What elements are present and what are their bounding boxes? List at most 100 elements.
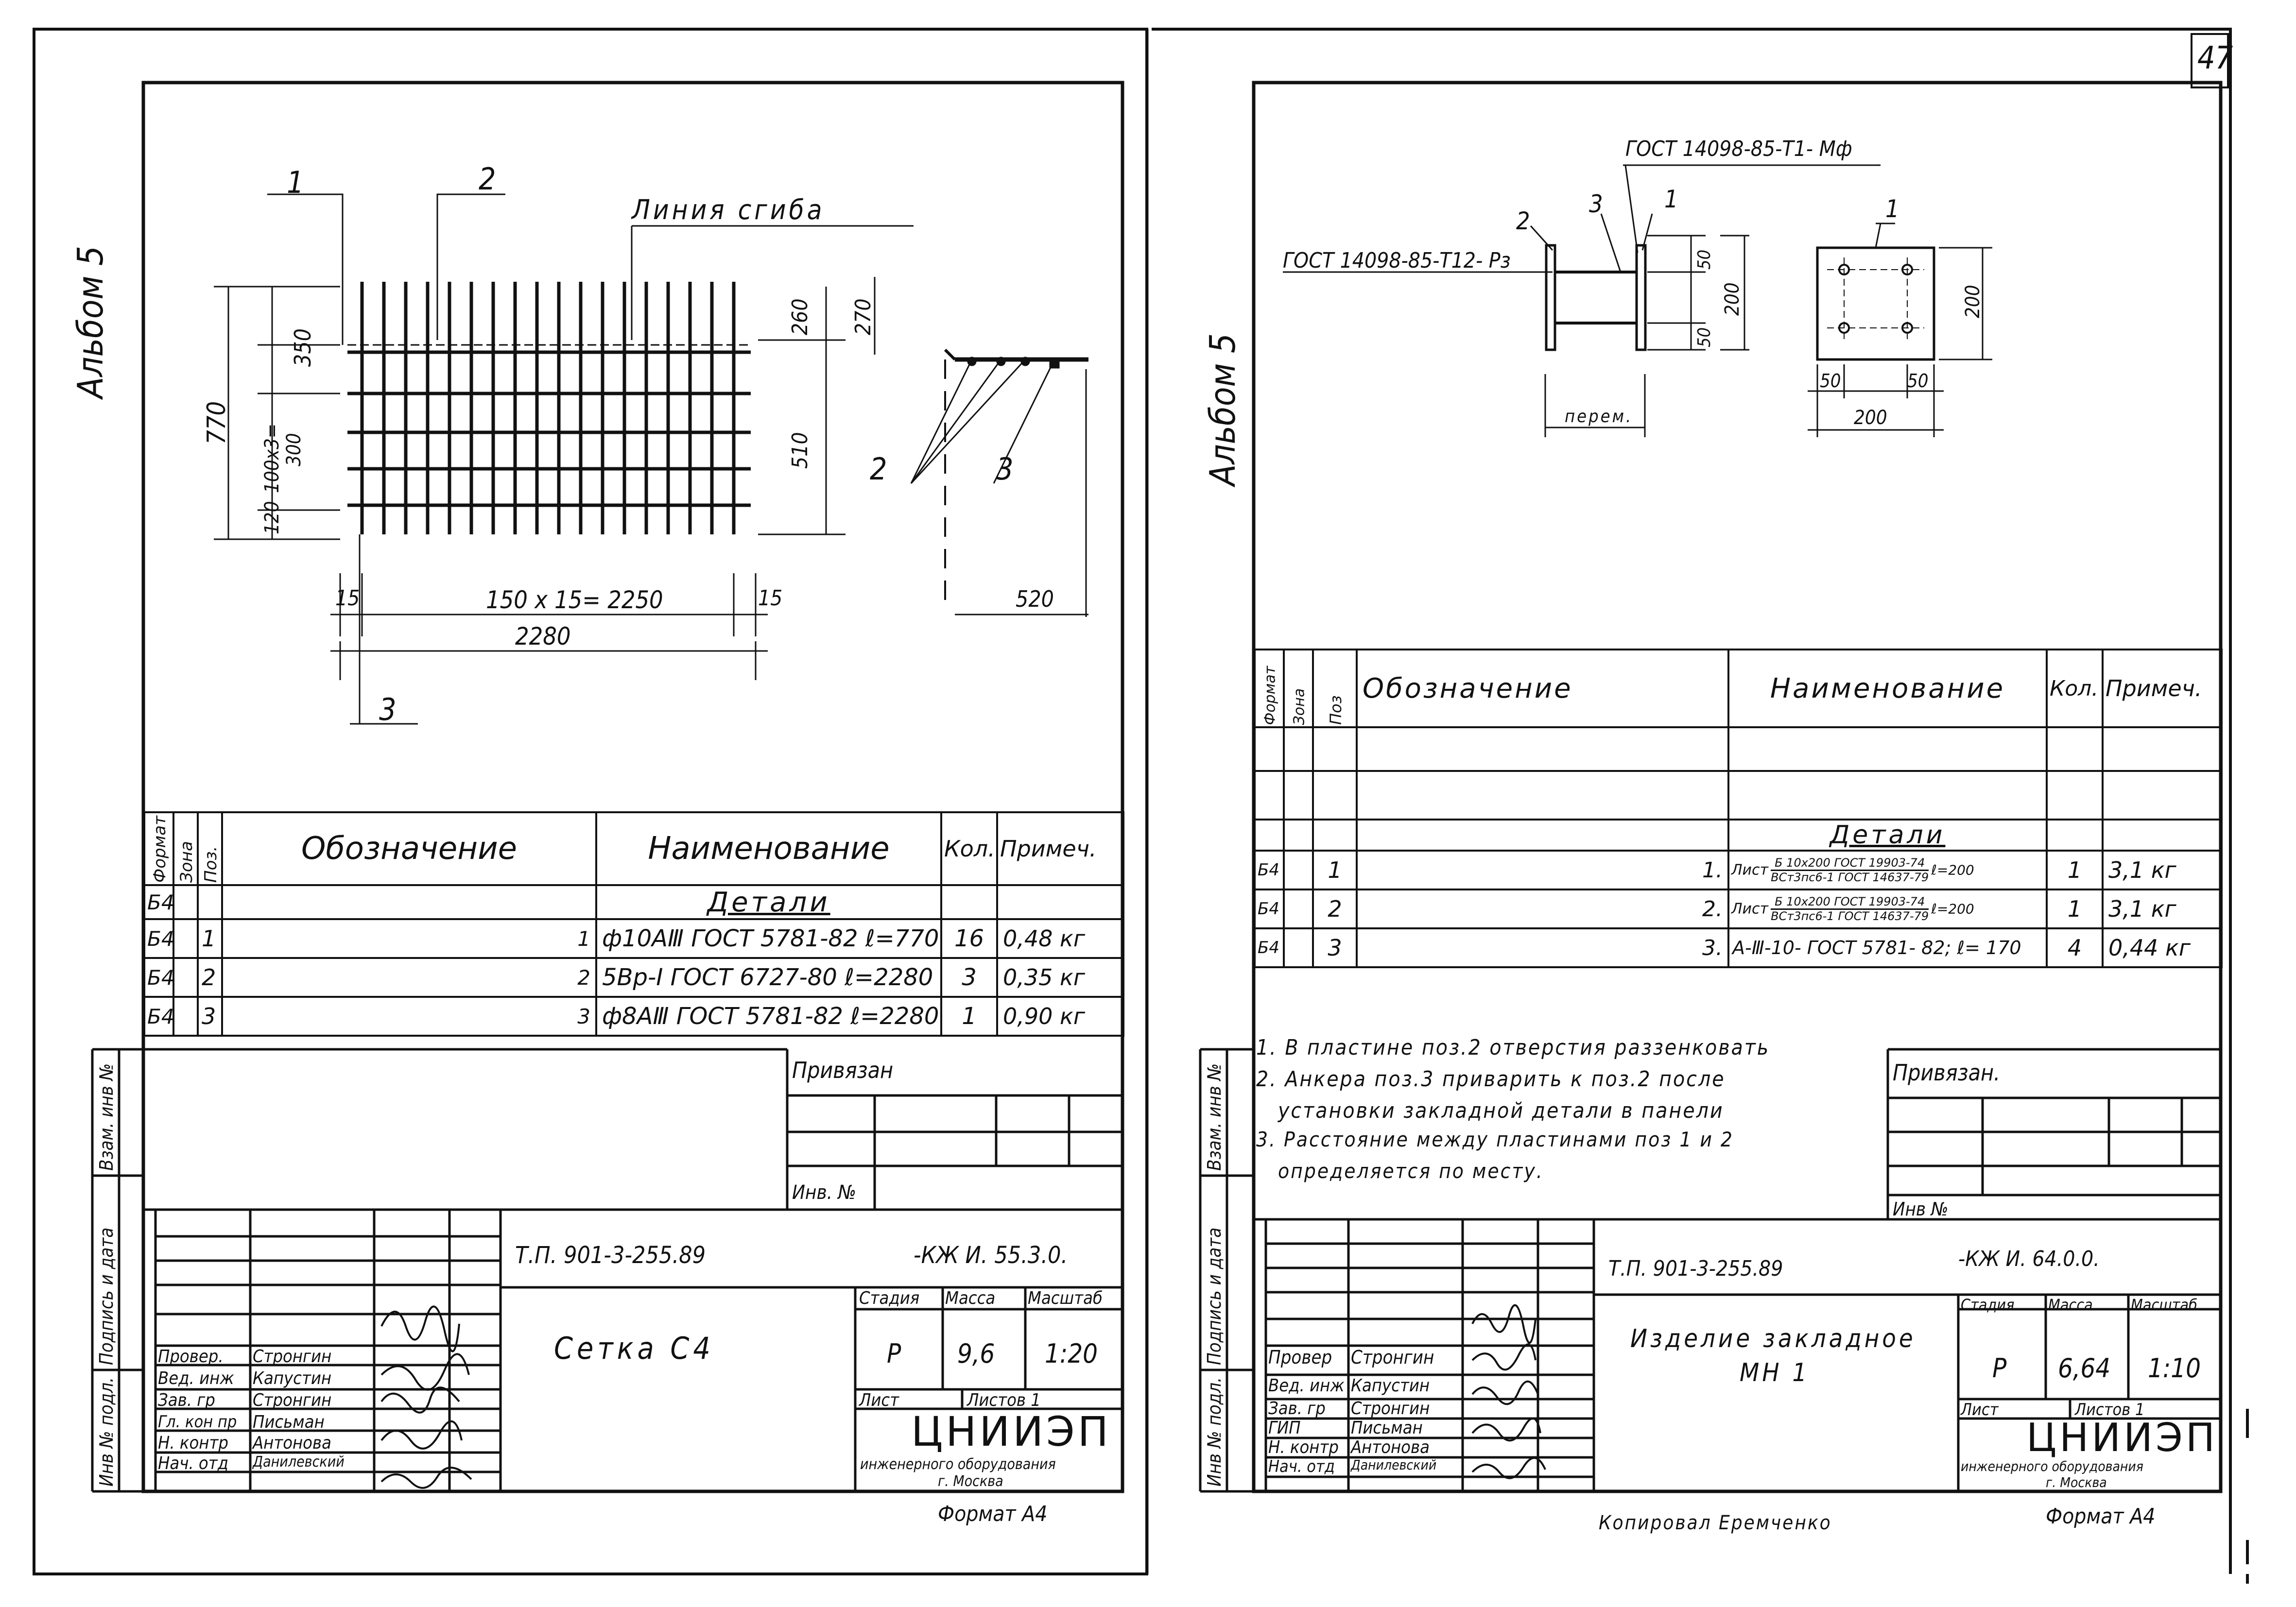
- mass-value: 6,64: [2058, 1353, 2111, 1384]
- person-name: Письман: [1351, 1418, 1423, 1438]
- dim-270: 270: [851, 298, 876, 335]
- person-role: Н. контр: [158, 1433, 228, 1453]
- row-name-length: ℓ=200: [1931, 901, 1974, 917]
- org-subtitle: инженерного оборудования: [1961, 1458, 2143, 1474]
- dim-120: 120: [261, 501, 283, 534]
- dim-50-top: 50: [1694, 249, 1714, 270]
- format-label-left: Формат А4: [938, 1502, 1048, 1526]
- dim-510: 510: [788, 432, 812, 469]
- drawing-code: -КЖ И. 64.0.0.: [1958, 1247, 2100, 1271]
- row-name: А-Ⅲ-10- ГОСТ 5781- 82; ℓ= 170: [1727, 927, 2048, 968]
- row-name-bottom: ВСт3пс6-1 ГОСТ 14637-79: [1771, 870, 1929, 884]
- inv-no-label: Инв №: [1893, 1198, 1949, 1220]
- row-designation: 3.: [1356, 927, 1729, 968]
- person-role: Н. контр: [1268, 1437, 1339, 1457]
- row-format: Б4: [1254, 927, 1285, 968]
- mass-header: Масса: [2048, 1296, 2093, 1314]
- privyazan-label: Привязан: [792, 1057, 894, 1083]
- row-name-top: Б 10х200 ГОСТ 19903-74: [1771, 856, 1929, 871]
- row-name-length: ℓ=200: [1931, 862, 1974, 878]
- row-designation: 3: [221, 996, 597, 1037]
- drawing-title-line1: Изделие закладное: [1630, 1324, 1916, 1353]
- row-qty: 4: [2046, 927, 2104, 968]
- header-zone: Зона: [1291, 688, 1308, 725]
- row-pos: 2: [1312, 889, 1358, 929]
- header-pos: Поз.: [201, 846, 221, 883]
- row-name: 5Вр-Ⅰ ГОСТ 6727-80 ℓ=2280: [595, 957, 942, 998]
- gost-left-label: ГОСТ 14098-85-Т12- Рз: [1283, 248, 1511, 273]
- dim-200-plan-bottom: 200: [1854, 407, 1887, 429]
- person-role: Зав. гр: [1268, 1399, 1326, 1419]
- pos-3-label: 3: [379, 692, 397, 727]
- stage-value: Р: [1992, 1353, 2007, 1384]
- person-name: Стронгин: [253, 1347, 332, 1367]
- person-role: Провер: [1268, 1347, 1332, 1368]
- person-role: Вед. инж: [158, 1368, 234, 1388]
- pos-1-label-right: 1: [1664, 185, 1678, 213]
- stage-value: Р: [887, 1338, 901, 1369]
- page-number: 47: [2197, 40, 2233, 76]
- org-name: ЦНИИЭП: [911, 1408, 1111, 1455]
- org-city: г. Москва: [2046, 1474, 2107, 1490]
- row-pos: 3: [197, 996, 223, 1037]
- inv-no-label: Инв. №: [792, 1181, 856, 1204]
- org-city: г. Москва: [938, 1473, 1003, 1490]
- header-note: Примеч.: [996, 811, 1124, 886]
- person-name: Стронгин: [1351, 1347, 1434, 1368]
- org-name: ЦНИИЭП: [2026, 1415, 2218, 1460]
- dim-50-plan-right: 50: [1907, 370, 1929, 392]
- row-qty: 1: [2046, 889, 2104, 929]
- row-note: 0,90 кг: [996, 996, 1124, 1037]
- person-name: Стронгин: [1351, 1399, 1430, 1419]
- header-format: Формат: [150, 816, 170, 883]
- dim-2280: 2280: [515, 622, 571, 650]
- row-designation: 1.: [1356, 850, 1729, 890]
- dim-260: 260: [788, 298, 812, 335]
- side-stamp-signature-date: Подпись и дата: [96, 1227, 117, 1365]
- scale-header: Масштаб: [1028, 1288, 1103, 1308]
- row-format: Б4: [1254, 850, 1285, 890]
- person-role: Нач. отд: [158, 1453, 228, 1473]
- side-pos-3-label: 3: [996, 451, 1014, 487]
- row-format: Б4: [143, 884, 174, 920]
- header-designation: Обозначение: [1356, 649, 1729, 728]
- scale-header: Масштаб: [2131, 1296, 2197, 1314]
- row-designation: 2.: [1356, 889, 1729, 929]
- row-name: ф8АⅢ ГОСТ 5781-82 ℓ=2280: [595, 996, 942, 1037]
- pos-2-label-right: 2: [1516, 207, 1530, 235]
- gost-top-label: ГОСТ 14098-85-Т1- Мф: [1625, 137, 1852, 161]
- row-qty: 1: [940, 996, 998, 1037]
- pos-3-label-right: 3: [1589, 190, 1603, 218]
- row-qty: 1: [2046, 850, 2104, 890]
- pos-1b-label: 1: [1885, 195, 1899, 223]
- drawing-title-line2: МН 1: [1740, 1358, 1810, 1387]
- row-pos: 3: [1312, 927, 1358, 968]
- row-format: Б4: [143, 996, 174, 1037]
- note-line: установки закладной детали в панели: [1278, 1098, 1724, 1123]
- side-stamp-inv-podl: Инв № подл.: [1204, 1377, 1225, 1487]
- side-pos-2-label: 2: [870, 451, 887, 487]
- bend-line-label: Линия сгиба: [632, 194, 825, 226]
- row-name-top: Б 10х200 ГОСТ 19903-74: [1771, 895, 1929, 910]
- format-label-right: Формат А4: [2046, 1504, 2156, 1529]
- note-line: 3. Расстояние между пластинами поз 1 и 2: [1256, 1128, 1734, 1151]
- dim-520: 520: [1016, 586, 1054, 612]
- dim-770: 770: [202, 401, 231, 444]
- dim-150x15: 150 х 15= 2250: [486, 586, 663, 614]
- person-name: Капустин: [1351, 1376, 1430, 1396]
- album-label-left: Альбом 5: [70, 245, 111, 398]
- mass-value: 9,6: [957, 1338, 995, 1369]
- project-number: Т.П. 901-3-255.89: [1608, 1256, 1783, 1281]
- note-line: определяется по месту.: [1278, 1159, 1544, 1183]
- row-format: Б4: [1254, 889, 1285, 929]
- header-note: Примеч.: [2102, 649, 2223, 728]
- sheets-header: Листов 1: [967, 1390, 1041, 1410]
- row-note: 3,1 кг: [2102, 850, 2223, 890]
- row-name-prefix: Лист: [1731, 861, 1769, 879]
- signature-scribbles: [380, 1304, 1546, 1489]
- mass-header: Масса: [945, 1288, 996, 1308]
- dim-15-left: 15: [335, 586, 360, 611]
- album-label-right: Альбом 5: [1202, 333, 1243, 486]
- header-zone: Зона: [177, 841, 196, 883]
- row-format: Б4: [143, 957, 174, 998]
